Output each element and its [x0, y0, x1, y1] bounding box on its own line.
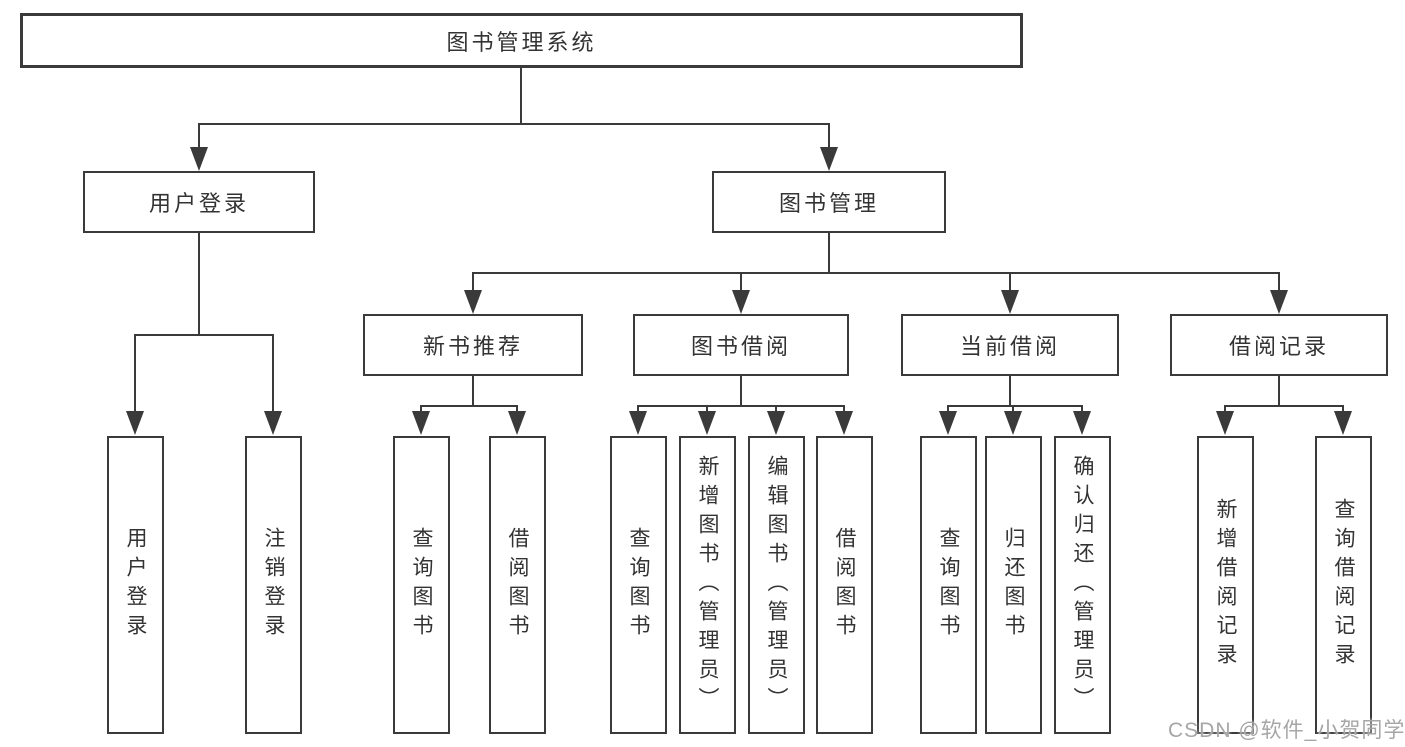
connector-vline	[775, 405, 777, 413]
arrow-down-icon	[939, 411, 957, 435]
node-label: 新书推荐	[422, 334, 523, 359]
node-user-login: 用户登录	[83, 171, 315, 233]
arrow-down-icon	[264, 411, 282, 435]
arrow-down-icon	[698, 411, 716, 435]
leaf-current-return-books: 归还图书	[985, 436, 1042, 734]
arrow-down-icon	[126, 411, 144, 435]
connector-vline	[740, 376, 742, 406]
arrow-down-icon	[1004, 411, 1022, 435]
arrow-down-icon	[190, 147, 208, 171]
arrow-down-icon	[1270, 290, 1288, 314]
connector-vline	[516, 405, 518, 413]
watermark: CSDN @软件_小贺同学	[1168, 719, 1405, 742]
connector-vline	[1278, 376, 1280, 406]
node-label: 确认归还（管理员）	[1071, 454, 1094, 716]
arrow-down-icon	[1216, 411, 1234, 435]
connector-hline	[637, 405, 845, 407]
node-label: 查询图书	[410, 527, 433, 643]
node-label: 查询图书	[937, 527, 960, 643]
connector-vline	[420, 405, 422, 413]
leaf-borrow-add-books-admin: 新增图书（管理员）	[679, 436, 736, 734]
node-label: 图书管理	[778, 191, 879, 216]
arrow-down-icon	[1073, 411, 1091, 435]
connector-vline	[198, 233, 200, 335]
arrow-down-icon	[508, 411, 526, 435]
arrow-down-icon	[629, 411, 647, 435]
leaf-borrow-borrow-books: 借阅图书	[816, 436, 873, 734]
connector-vline	[472, 272, 474, 292]
connector-vline	[828, 123, 830, 151]
arrow-down-icon	[835, 411, 853, 435]
connector-vline	[134, 334, 136, 414]
connector-vline	[740, 272, 742, 292]
node-label: 用户登录	[148, 191, 249, 216]
connector-vline	[1012, 405, 1014, 413]
node-book-borrowing: 图书借阅	[633, 314, 849, 376]
arrow-down-icon	[412, 411, 430, 435]
connector-vline	[706, 405, 708, 413]
connector-vline	[1009, 376, 1011, 406]
node-borrowing-records: 借阅记录	[1170, 314, 1388, 376]
connector-hline	[134, 334, 274, 336]
node-label: 当前借阅	[959, 334, 1060, 359]
node-label: 借阅图书	[506, 527, 529, 643]
leaf-current-confirm-return-admin: 确认归还（管理员）	[1054, 436, 1111, 734]
leaf-newrec-query-books: 查询图书	[393, 436, 450, 734]
leaf-records-query-record: 查询借阅记录	[1315, 436, 1372, 734]
arrow-down-icon	[464, 290, 482, 314]
connector-vline	[1278, 272, 1280, 292]
leaf-borrow-query-books: 查询图书	[610, 436, 667, 734]
node-label: 借阅记录	[1228, 334, 1329, 359]
leaf-current-query-books: 查询图书	[920, 436, 977, 734]
connector-vline	[272, 334, 274, 414]
node-current-borrowing: 当前借阅	[901, 314, 1119, 376]
connector-vline	[1224, 405, 1226, 413]
node-label: 图书管理系统	[446, 29, 597, 55]
node-label: 用户登录	[124, 527, 147, 643]
node-label: 查询借阅记录	[1332, 498, 1355, 672]
leaf-user-login: 用户登录	[107, 436, 164, 734]
node-label: 新增图书（管理员）	[696, 454, 719, 716]
connector-hline	[420, 405, 518, 407]
node-label: 图书借阅	[690, 334, 791, 359]
connector-vline	[198, 123, 200, 151]
node-label: 新增借阅记录	[1214, 498, 1237, 672]
node-new-book-recommendation: 新书推荐	[363, 314, 583, 376]
arrow-down-icon	[732, 290, 750, 314]
connector-vline	[472, 376, 474, 406]
arrow-down-icon	[1334, 411, 1352, 435]
connector-vline	[947, 405, 949, 413]
node-label: 查询图书	[627, 527, 650, 643]
node-library-system: 图书管理系统	[20, 13, 1023, 68]
arrow-down-icon	[767, 411, 785, 435]
connector-hline	[947, 405, 1083, 407]
arrow-down-icon	[1001, 290, 1019, 314]
connector-hline	[1224, 405, 1344, 407]
node-label: 注销登录	[262, 527, 285, 643]
leaf-logout: 注销登录	[245, 436, 302, 734]
leaf-newrec-borrow-books: 借阅图书	[489, 436, 546, 734]
connector-vline	[1342, 405, 1344, 413]
node-label: 归还图书	[1002, 527, 1025, 643]
connector-vline	[1081, 405, 1083, 413]
node-book-management: 图书管理	[712, 171, 946, 233]
node-label: 借阅图书	[833, 527, 856, 643]
connector-vline	[1009, 272, 1011, 292]
arrow-down-icon	[820, 147, 838, 171]
connector-vline	[520, 68, 522, 124]
leaf-borrow-edit-books-admin: 编辑图书（管理员）	[748, 436, 805, 734]
connector-hline	[472, 272, 1280, 274]
connector-hline	[198, 123, 830, 125]
leaf-records-add-record: 新增借阅记录	[1197, 436, 1254, 734]
connector-vline	[828, 233, 830, 273]
connector-vline	[843, 405, 845, 413]
node-label: 编辑图书（管理员）	[765, 454, 788, 716]
connector-vline	[637, 405, 639, 413]
